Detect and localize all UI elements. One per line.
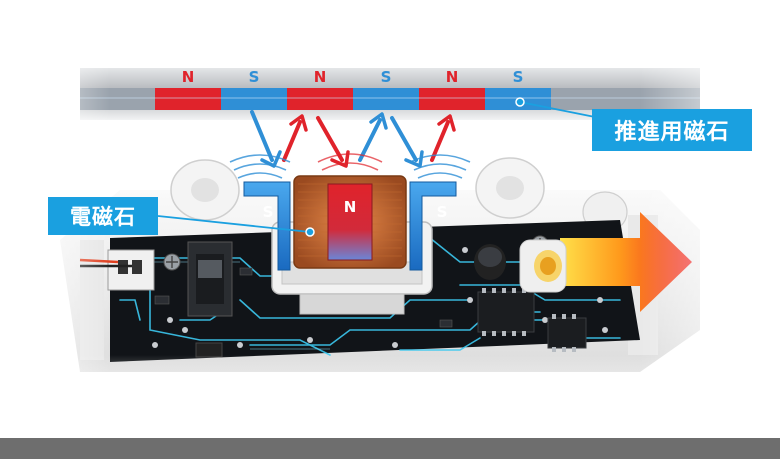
field-waves	[229, 154, 471, 179]
rail-pole-label-1: N	[182, 68, 195, 86]
small-components	[154, 267, 453, 328]
rail-pole-label-5: N	[446, 68, 459, 86]
arrow-center-up	[358, 118, 382, 162]
motor-cylinder	[519, 239, 567, 293]
rail-magnet-segment-4	[353, 88, 419, 110]
rail-magnet-segment-1	[155, 88, 221, 110]
footer-bar	[0, 438, 780, 459]
pole-shoe-right	[409, 181, 457, 271]
rail-pole-label-6: S	[513, 68, 524, 86]
iron-core	[327, 183, 373, 261]
arrow-s-to-left	[250, 110, 274, 162]
screw-left	[163, 253, 181, 271]
rail-magnet-segment-2	[221, 88, 287, 110]
propulsion-magnet-label: 推進用磁石	[592, 109, 752, 151]
rail-pole-label-3: N	[314, 68, 327, 86]
leader-lines	[157, 97, 601, 237]
right-shoe-pole-label: S	[437, 203, 448, 221]
arrow-right-up	[430, 120, 450, 162]
rail-magnet-segment-5	[419, 88, 485, 110]
capacitor	[474, 244, 506, 280]
pole-shoe-left	[243, 181, 291, 271]
core-pole-label: N	[344, 198, 357, 216]
rail-magnet-segment-3	[287, 88, 353, 110]
left-shoe-pole-label: S	[263, 203, 274, 221]
ic-chip-small	[547, 314, 587, 352]
arrow-s-right-down	[390, 116, 418, 162]
rail-pole-label-2: S	[249, 68, 260, 86]
electromagnet-label: 電磁石	[48, 197, 158, 235]
slide-switch	[187, 241, 233, 317]
field-arrows	[250, 110, 456, 168]
rail-magnet-segments	[155, 88, 551, 110]
rail-pole-label-4: S	[381, 68, 392, 86]
ic-chip-large	[477, 288, 535, 336]
sot-chip	[195, 342, 223, 358]
arrow-left-up	[282, 120, 302, 162]
arrow-n-down	[316, 116, 344, 162]
electromagnet: N S S	[229, 153, 471, 315]
